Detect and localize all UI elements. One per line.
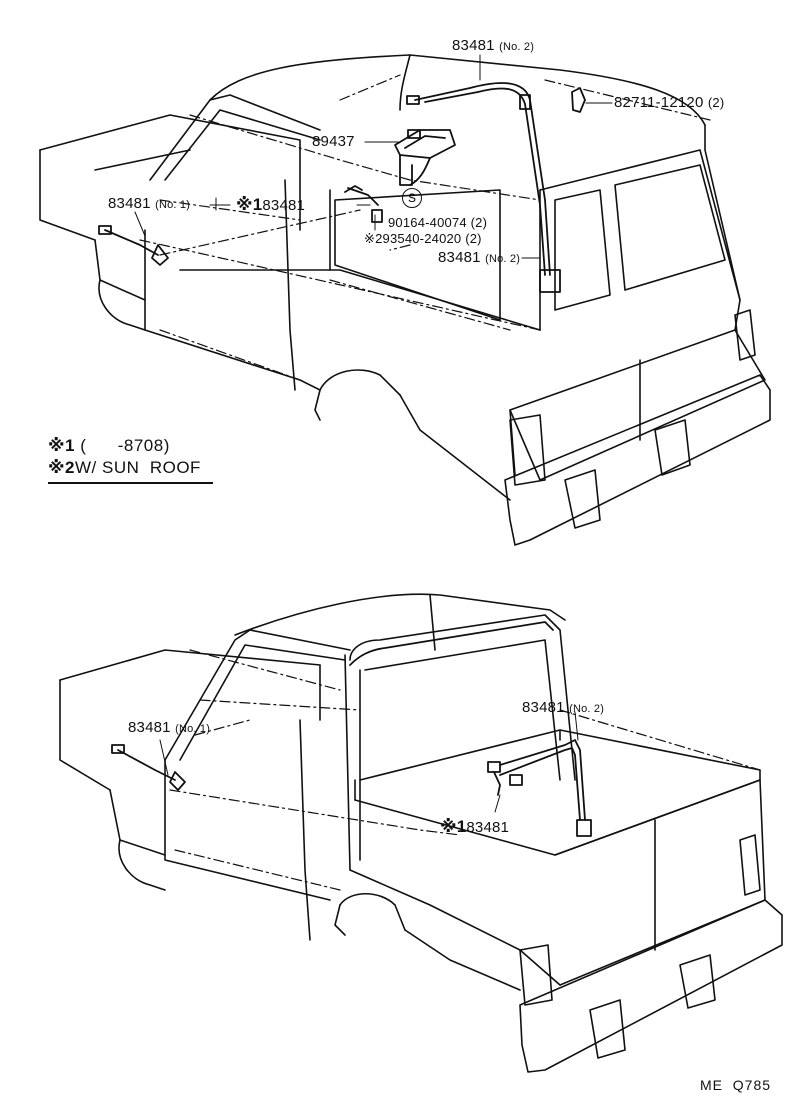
bottom-reference-lines	[169, 649, 761, 891]
legend-line-1: ※1 ( -8708)	[48, 437, 170, 454]
label-cable-no2-bottom: 83481 (No. 2)	[522, 700, 604, 715]
mark-symbol: ※2	[364, 231, 383, 246]
label-cable-mark1-top: ※183481	[236, 196, 305, 213]
part-number: 83481	[108, 195, 151, 212]
part-number: 83481	[522, 699, 565, 716]
label-cable-mark1-bottom: ※183481	[440, 818, 509, 835]
bottom-leader-lines	[159, 711, 579, 813]
part-qty: (2)	[707, 95, 725, 110]
legend-mark: ※2	[48, 458, 75, 477]
part-number: 89437	[312, 133, 355, 150]
part-number: 83481	[466, 819, 510, 836]
label-cable-no1-top: 83481 (No. 1)	[108, 196, 190, 211]
bottom-cable-parts	[111, 621, 592, 837]
part-note: (No. 1)	[175, 723, 211, 735]
part-number: 83481	[438, 249, 481, 266]
part-note: (No. 2)	[499, 41, 535, 53]
legend-text: W/ SUN ROOF	[74, 458, 201, 477]
label-screw: 90164-40074 (2)	[388, 216, 487, 229]
label-room-lamp: 89437	[312, 134, 355, 149]
top-leader-lines	[134, 54, 613, 259]
standard-mark-icon: S	[402, 188, 422, 208]
part-number: 93540-24020	[382, 231, 462, 246]
label-cable-no2-rear: 83481 (No. 2)	[438, 250, 520, 265]
part-qty: (2)	[465, 231, 482, 246]
bottom-vehicle-body	[59, 593, 783, 1073]
top-reference-lines	[139, 74, 711, 381]
drawing-code: ME Q785	[700, 1077, 772, 1093]
part-note: (No. 2)	[485, 253, 521, 265]
part-number: 83481	[262, 197, 306, 214]
legend-underline	[48, 482, 213, 484]
part-number: 83481	[128, 719, 171, 736]
legend-text: ( -8708)	[80, 436, 170, 455]
part-number: 83481	[452, 37, 495, 54]
top-cable-parts	[98, 82, 586, 293]
part-qty: (2)	[470, 215, 488, 230]
label-screw-sunroof: ※293540-24020 (2)	[364, 232, 482, 245]
mark-symbol: ※1	[440, 817, 467, 836]
label-clamp: 82711-12120 (2)	[614, 95, 724, 110]
part-number: 82711-12120	[614, 94, 704, 111]
part-note: (No. 1)	[155, 199, 191, 211]
top-vehicle-body	[39, 54, 771, 546]
label-cable-no1-bottom: 83481 (No. 1)	[128, 720, 210, 735]
mark-symbol: ※1	[236, 195, 263, 214]
legend-line-2: ※2W/ SUN ROOF	[48, 459, 201, 476]
part-note: (No. 2)	[569, 703, 605, 715]
label-cable-no2-top: 83481 (No. 2)	[452, 38, 534, 53]
part-number: 90164-40074	[388, 215, 467, 230]
legend-mark: ※1	[48, 436, 75, 455]
